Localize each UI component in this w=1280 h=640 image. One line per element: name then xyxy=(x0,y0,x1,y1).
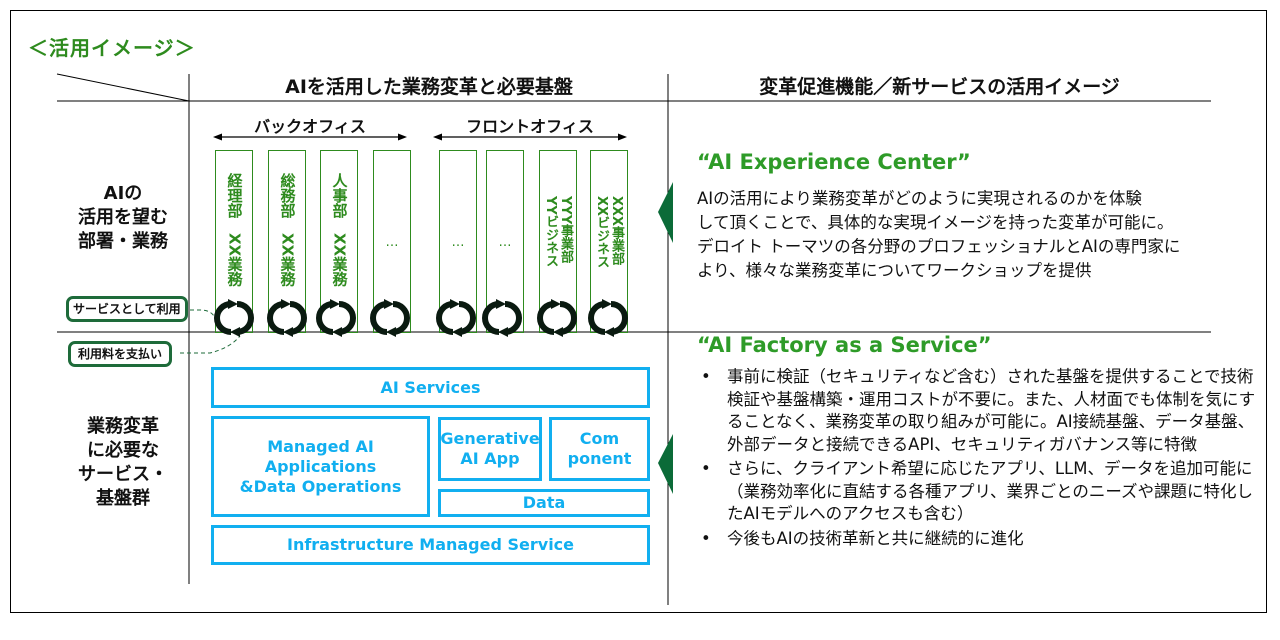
department-label-line: XXX事業部 xyxy=(609,196,624,266)
cycle-icon xyxy=(537,298,577,338)
use-as-service-tag: サービスとして利用 xyxy=(66,296,188,322)
bottom-row-label-line: 基盤群 xyxy=(96,488,150,509)
diagram-title: ＜活用イメージ＞ xyxy=(28,36,196,60)
front-office-arrow-right-head xyxy=(618,133,627,141)
factory-arrow-icon xyxy=(658,434,673,494)
service-connector-dashed xyxy=(176,309,215,317)
block-label-line: Generative xyxy=(440,429,540,448)
ai-services-block: AI Services xyxy=(211,367,650,408)
department-label-line: YYY事業部 xyxy=(558,196,573,264)
description-line: して頂くことで、具体的な実現イメージを持った変革が可能に。 xyxy=(697,213,1174,232)
bottom-row-label: 業務変革 に必要な サービス・ 基盤群 xyxy=(57,415,189,511)
corner-diagonal xyxy=(56,73,190,102)
department-label: 経理部 XX業務 xyxy=(225,173,244,287)
experience-center-arrow-icon xyxy=(658,182,673,243)
diagram-frame xyxy=(10,10,1267,613)
factory-feature-item: 事前に検証（セキュリティなど含む）された基盤を提供することで技術検証や基盤構築・… xyxy=(697,366,1257,456)
top-row-label-line: 部署・業務 xyxy=(78,231,168,252)
cycle-icon xyxy=(316,298,356,338)
department-label-line: YYビジネス xyxy=(543,196,558,267)
back-office-arrow-right-head xyxy=(398,133,407,141)
department-label: 総務部 XX業務 xyxy=(278,173,297,287)
cycle-icon xyxy=(267,298,307,338)
block-label-line: &Data Operations xyxy=(239,476,402,496)
factory-feature-list: 事前に検証（セキュリティなど含む）された基盤を提供することで技術検証や基盤構築・… xyxy=(697,366,1257,552)
block-label-line: Managed AI Applications xyxy=(264,436,377,476)
back-office-arrow-left-head xyxy=(213,133,222,141)
cycle-icon xyxy=(370,298,410,338)
generative-ai-app-block: Generative AI App xyxy=(438,417,542,481)
managed-ai-applications-block: Managed AI Applications &Data Operations xyxy=(211,416,430,517)
front-office-label: フロントオフィス xyxy=(466,117,594,136)
block-label-line: ponent xyxy=(567,449,632,468)
cycle-icon xyxy=(482,298,522,338)
component-block: Com ponent xyxy=(549,417,650,481)
description-line: より、様々な業務変革についてワークショップを提供 xyxy=(697,261,1092,280)
pay-fee-tag: 利用料を支払い xyxy=(68,341,173,367)
block-label-line: AI App xyxy=(460,449,520,468)
top-row-label: AIの 活用を望む 部署・業務 xyxy=(57,182,189,254)
department-placeholder: … xyxy=(385,235,399,250)
cycle-icon xyxy=(436,298,476,338)
left-column-header: AIを活用した業務変革と必要基盤 xyxy=(285,76,573,98)
data-block: Data xyxy=(438,489,650,517)
infrastructure-managed-service-block: Infrastructure Managed Service xyxy=(211,525,650,565)
front-office-arrow-left-head xyxy=(433,133,442,141)
top-row-label-line: AIの xyxy=(103,183,143,204)
back-office-label: バックオフィス xyxy=(254,117,366,136)
bottom-row-label-line: に必要な xyxy=(87,440,159,461)
department-placeholder: … xyxy=(498,235,512,250)
description-line: AIの活用により業務変革がどのように実現されるのかを体験 xyxy=(697,189,1142,208)
top-row-label-line: 活用を望む xyxy=(78,207,168,228)
department-label: 人事部 XX業務 xyxy=(330,173,349,287)
bottom-row-label-line: 業務変革 xyxy=(87,416,159,437)
cycle-icon xyxy=(214,298,254,338)
department-placeholder: … xyxy=(451,235,465,250)
cycle-icon xyxy=(588,298,628,338)
department-label-line: XXビジネス xyxy=(594,196,609,269)
right-column-header: 変革促進機能／新サービスの活用イメージ xyxy=(759,76,1120,98)
experience-center-description: AIの活用により業務変革がどのように実現されるのかを体験 して頂くことで、具体的… xyxy=(697,187,1237,283)
experience-center-title: “AI Experience Center” xyxy=(697,150,971,174)
factory-feature-item: 今後もAIの技術革新と共に継続的に進化 xyxy=(697,528,1257,551)
fee-connector-dashed xyxy=(180,335,241,354)
bottom-row-label-line: サービス・ xyxy=(78,464,168,485)
factory-feature-item: さらに、クライアント希望に応じたアプリ、LLM、データを追加可能に（業務効率化に… xyxy=(697,458,1257,526)
factory-title: “AI Factory as a Service” xyxy=(697,333,992,357)
block-label-line: Com xyxy=(579,429,620,448)
description-line: デロイト トーマツの各分野のプロフェッショナルとAIの専門家に xyxy=(697,237,1181,256)
